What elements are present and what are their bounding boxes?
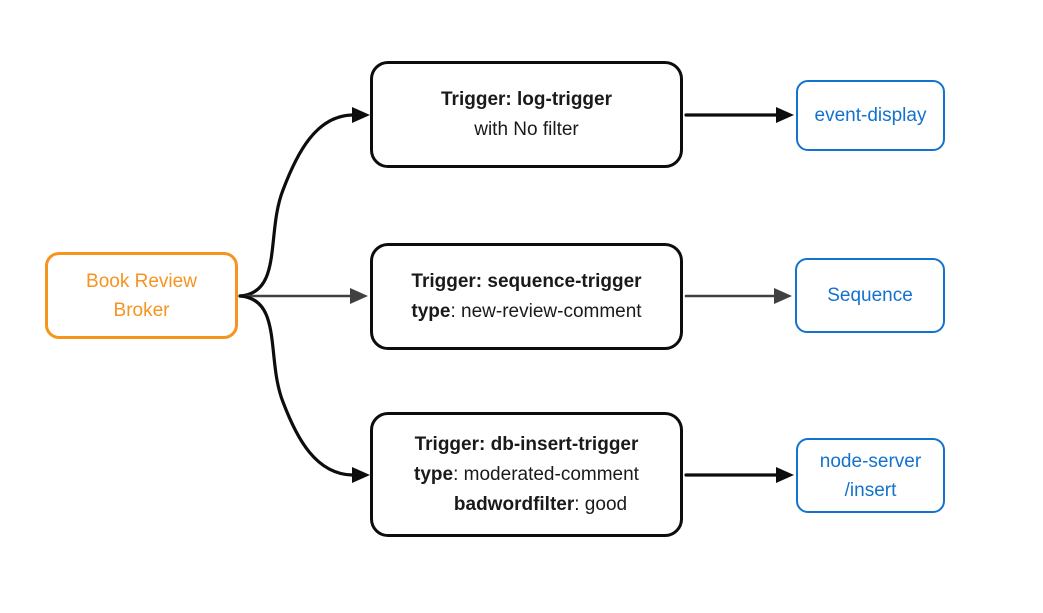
arrowhead-event-display-icon [776, 107, 794, 123]
service-sequence-label: Sequence [827, 285, 913, 306]
broker-label-line2: Broker [113, 299, 170, 321]
trigger-db-insert-line1: Trigger: db-insert-trigger [414, 433, 639, 455]
arrowhead-sequence-icon [774, 288, 792, 304]
service-node-server-label-line1: node-server [819, 450, 922, 472]
arrow-broker-to-log-trigger [238, 113, 354, 298]
arrowhead-node-server-icon [776, 467, 794, 483]
arrowhead-log-trigger-icon [352, 107, 370, 123]
trigger-log-line1: Trigger: log-trigger [441, 88, 612, 110]
arrow-broker-to-db-insert-trigger [238, 294, 354, 477]
trigger-node-sequence: Trigger: sequence-trigger type: new-revi… [370, 243, 683, 350]
trigger-node-db-insert: Trigger: db-insert-trigger type: moderat… [370, 412, 683, 537]
service-node-event-display: event-display [796, 80, 945, 151]
trigger-db-insert-line2: type: moderated-comment [414, 463, 639, 485]
service-node-node-server: node-server /insert [796, 438, 945, 513]
broker-label-line1: Book Review [86, 270, 197, 292]
trigger-log-line2: with No filter [474, 118, 579, 140]
broker-node: Book Review Broker [45, 252, 238, 339]
service-node-server-label-line2: /insert [844, 479, 897, 501]
arrowhead-db-insert-trigger-icon [352, 467, 370, 483]
trigger-db-insert-line3: badwordfilter: good [453, 493, 628, 515]
arrowhead-sequence-trigger-icon [350, 288, 368, 304]
trigger-sequence-line2: type: new-review-comment [411, 300, 642, 322]
service-event-display-label: event-display [814, 105, 927, 126]
trigger-node-log: Trigger: log-trigger with No filter [370, 61, 683, 168]
service-node-sequence: Sequence [795, 258, 945, 333]
trigger-sequence-line1: Trigger: sequence-trigger [411, 270, 642, 292]
